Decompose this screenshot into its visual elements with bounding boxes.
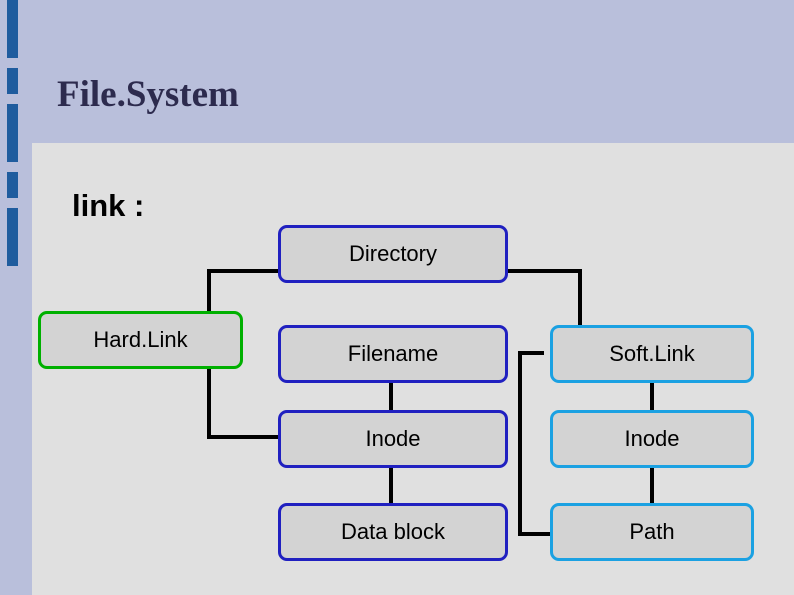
node-hardlink[interactable]: Hard.Link <box>38 311 243 369</box>
node-filename[interactable]: Filename <box>278 325 508 383</box>
node-filename-label: Filename <box>347 341 439 366</box>
node-inode-right-label: Inode <box>624 426 680 451</box>
edge-path-up <box>518 355 522 536</box>
accent-bar-segment <box>7 0 18 58</box>
node-path-label: Path <box>629 519 675 544</box>
node-directory[interactable]: Directory <box>278 225 508 283</box>
edge-filename-inode <box>389 383 393 423</box>
accent-bar-segment <box>7 68 18 94</box>
accent-bar-segment <box>7 104 18 162</box>
edge-directory-right <box>508 269 582 273</box>
edge-softlink-inode <box>650 383 654 423</box>
edge-inode-path <box>650 468 654 516</box>
node-datablock-label: Data block <box>341 519 445 544</box>
node-inode-right[interactable]: Inode <box>550 410 754 468</box>
node-softlink[interactable]: Soft.Link <box>550 325 754 383</box>
node-softlink-label: Soft.Link <box>609 341 695 366</box>
accent-bar-segment <box>7 208 18 266</box>
accent-bar-segment <box>7 172 18 198</box>
node-inode-middle[interactable]: Inode <box>278 410 508 468</box>
edge-directory-top <box>207 269 279 273</box>
edge-inode-datablock <box>389 468 393 516</box>
node-datablock[interactable]: Data block <box>278 503 508 561</box>
section-label: link : <box>72 188 145 223</box>
node-inode-middle-label: Inode <box>365 426 421 451</box>
edge-to-filename-row <box>207 435 282 439</box>
edge-path-to-filename <box>518 351 544 355</box>
edge-path-left <box>518 532 550 536</box>
node-directory-label: Directory <box>348 241 437 266</box>
edge-directory-right-down <box>578 269 582 329</box>
node-hardlink-label: Hard.Link <box>93 327 188 352</box>
node-path[interactable]: Path <box>550 503 754 561</box>
content-panel: link : Directory <box>32 143 794 595</box>
slide-title: File.System <box>57 74 239 115</box>
